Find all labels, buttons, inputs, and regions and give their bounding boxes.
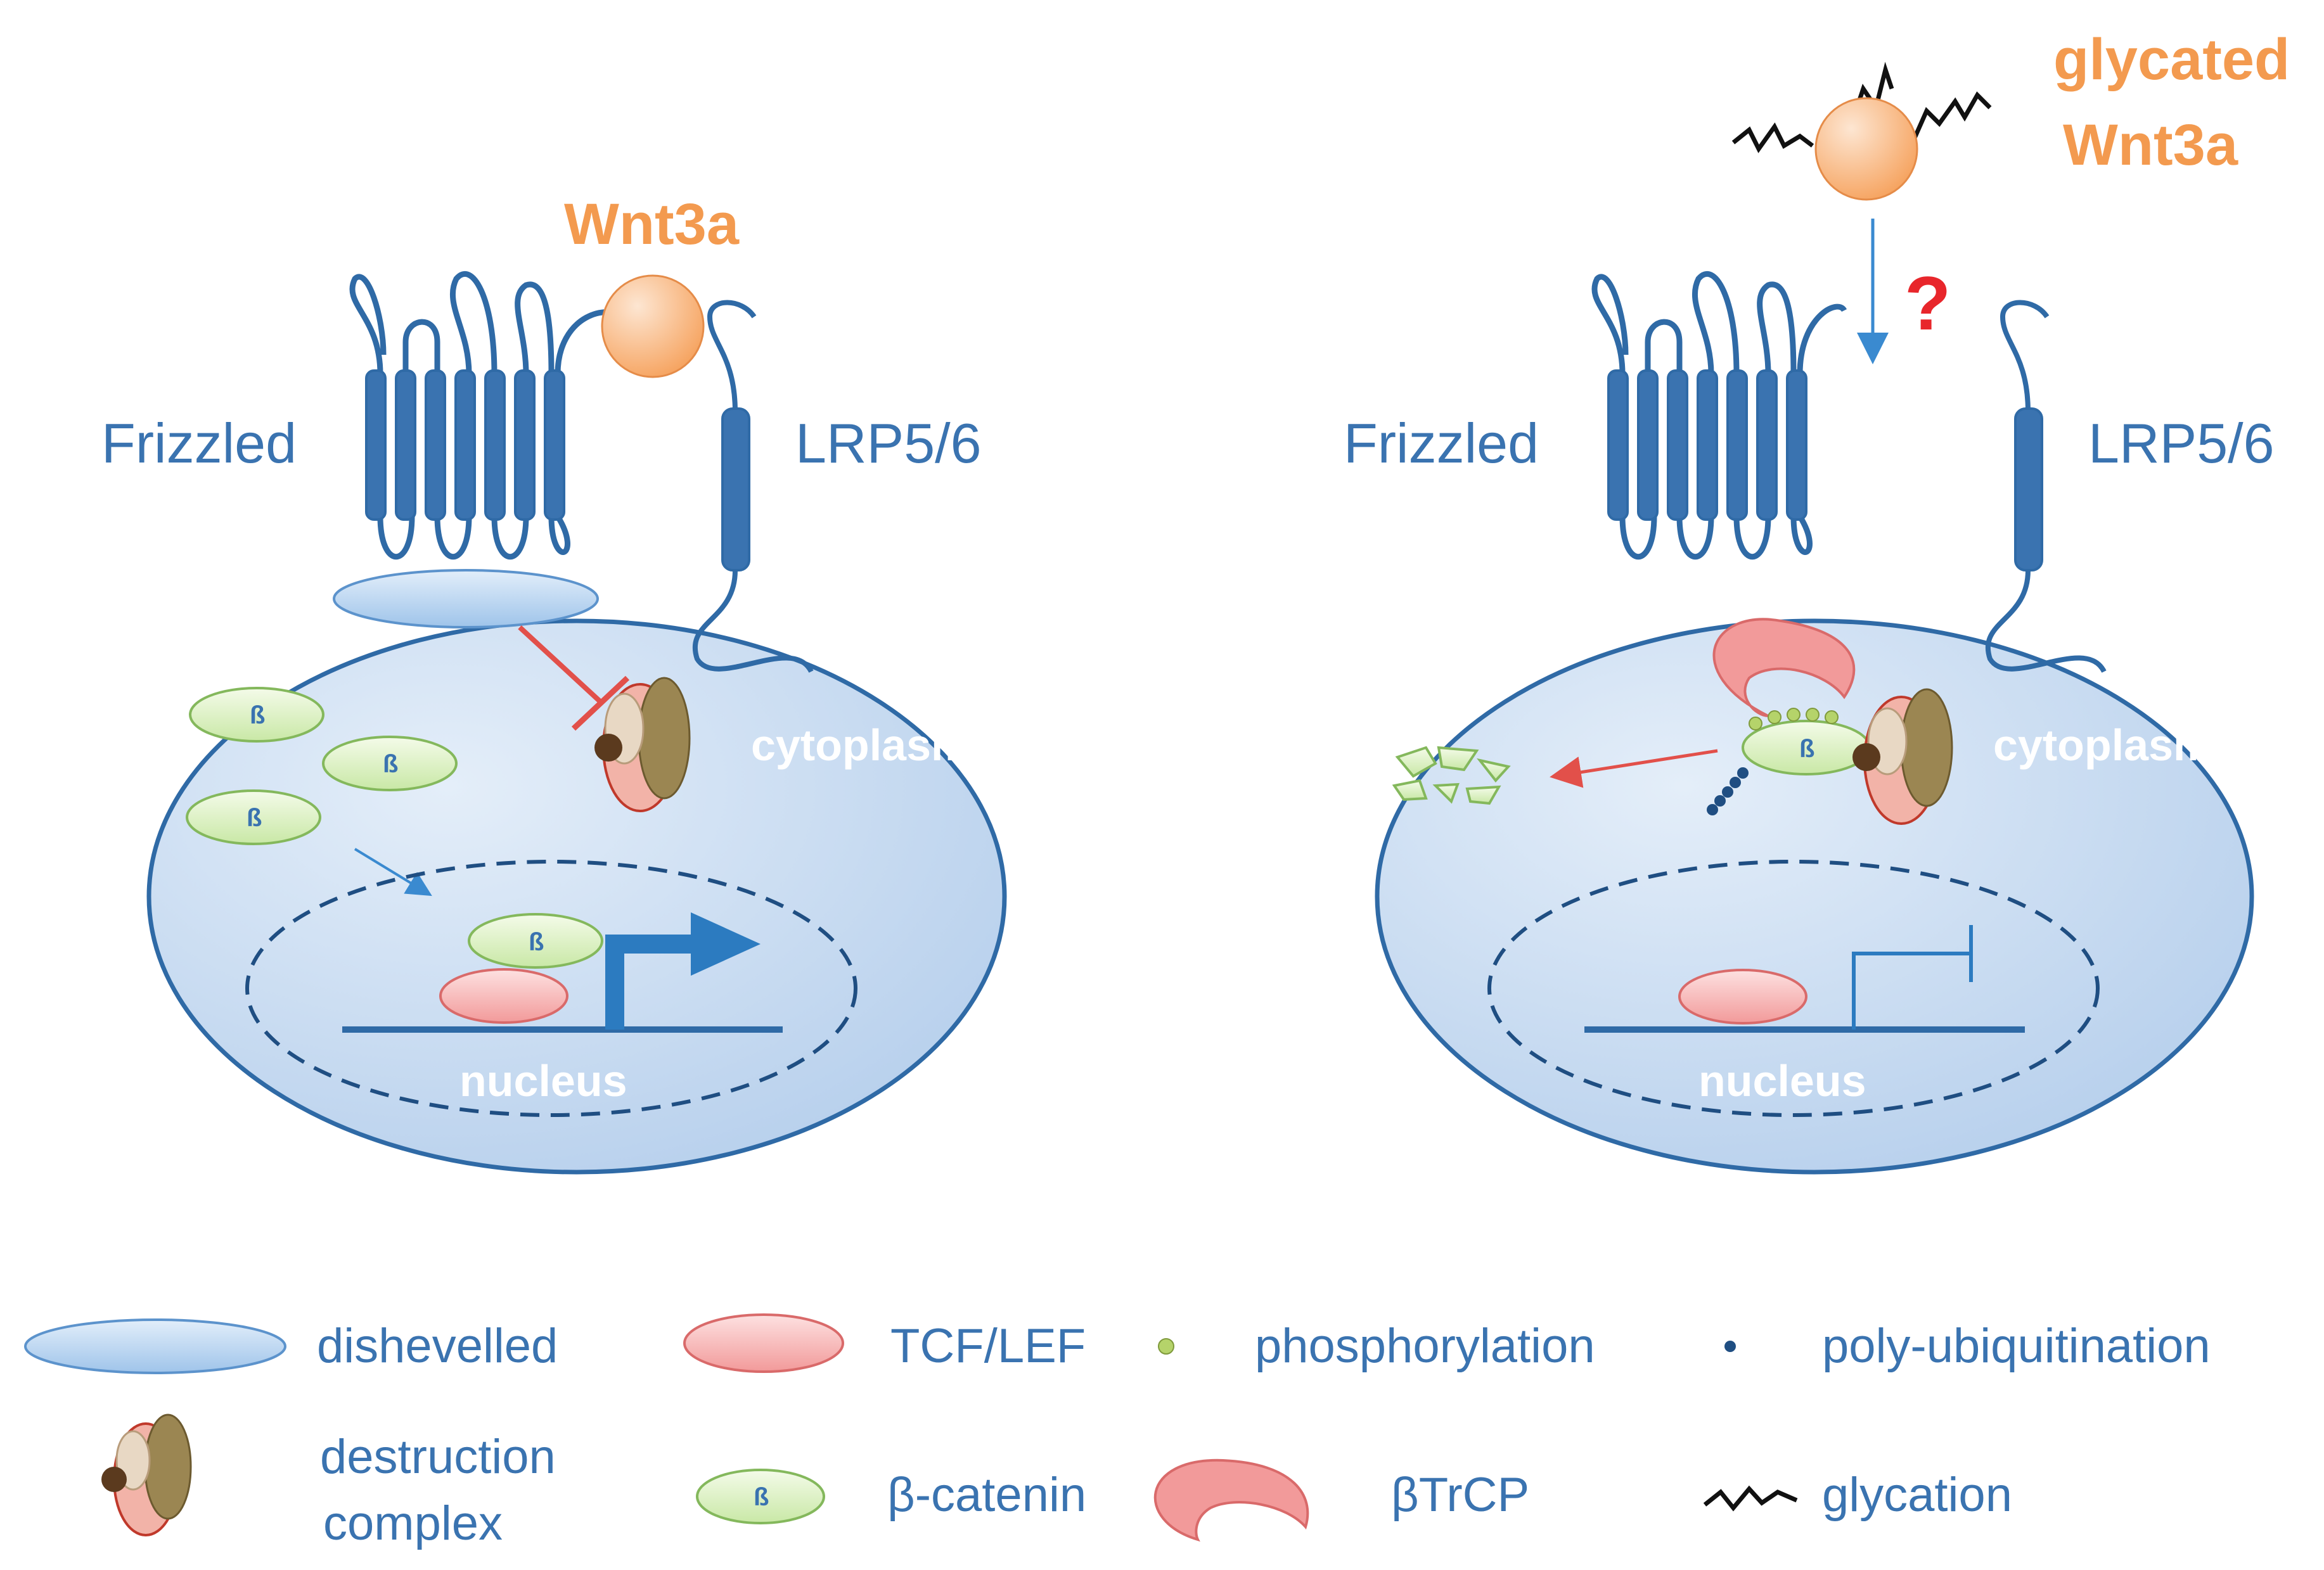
left-panel: Wnt3a Frizzled LRP5/6 ß ß ß cytoplasm (101, 192, 1007, 1175)
degraded-beta-catenin (1392, 746, 1511, 805)
legend-ubiquitination-label: poly-ubiquitination (1822, 1319, 2211, 1373)
tm-helix (365, 369, 387, 521)
beta-symbol: ß (529, 928, 544, 956)
legend-phosphorylation-swatch (1158, 1338, 1174, 1355)
legend-ubiquitination-swatch (1724, 1341, 1736, 1352)
beta-symbol: ß (250, 701, 265, 729)
legend-dishevelled-swatch (24, 1318, 286, 1374)
legend-btrcp-label: βTrCP (1391, 1468, 1529, 1522)
nucleus-label-left: nucleus (459, 1056, 627, 1106)
legend-destruction-label-1: destruction (320, 1430, 556, 1484)
tm-helix (454, 369, 476, 521)
tm-helix (544, 369, 565, 521)
beta-catenin-group-left: ß ß ß (186, 687, 458, 845)
beta-symbol: ß (1799, 735, 1814, 763)
lrp-receptor-right (1985, 300, 2107, 673)
transcription-off-symbol (1852, 925, 1973, 1030)
legend-phosphorylation-label: phosphorylation (1255, 1319, 1595, 1373)
glycated-wnt3a-ligand (1731, 61, 1992, 201)
nucleus-right (1487, 860, 2100, 1117)
legend-beta-catenin-label: β-catenin (887, 1468, 1086, 1522)
tm-helix (1726, 369, 1748, 521)
nucleus-left (245, 860, 857, 1117)
tcf-lef-left (439, 968, 568, 1024)
tm-helix (514, 369, 536, 521)
question-mark: ? (1904, 261, 1951, 346)
lrp-label-left: LRP5/6 (795, 412, 982, 475)
tm-helix (1697, 369, 1718, 521)
legend-destruction-swatch (101, 1414, 192, 1536)
wnt3a-label: Wnt3a (564, 192, 740, 257)
tm-helix (395, 369, 416, 521)
legend-destruction-label-2: complex (323, 1497, 503, 1550)
frizzled-label-left: Frizzled (101, 412, 297, 475)
frizzled-label-right: Frizzled (1344, 412, 1539, 475)
legend: dishevelled TCF/LEF phosphorylation poly… (24, 1313, 2211, 1550)
destruction-complex-left (594, 677, 691, 812)
tm-helix (1667, 369, 1688, 521)
right-panel: glycated Wnt3a ? (1344, 27, 2290, 1175)
translocation-arrow (354, 848, 432, 897)
legend-glycation-label: glycation (1822, 1468, 2012, 1522)
legend-tcf-swatch (683, 1313, 844, 1373)
legend-btrcp-swatch (1153, 1458, 1309, 1542)
tm-helix (425, 369, 446, 521)
degradation-complex-right: ß (1707, 618, 1953, 825)
nucleus-label-right: nucleus (1698, 1056, 1866, 1106)
tm-helix (484, 369, 506, 521)
btrcp-right (1712, 618, 1856, 717)
inhibition-line (518, 625, 604, 705)
tm-helix (1637, 369, 1659, 521)
frizzled-receptor-right (1591, 271, 1847, 559)
tcf-lef-right (1678, 969, 1807, 1024)
glycated-label-line2: Wnt3a (2063, 113, 2238, 177)
beta-symbol: ß (383, 750, 398, 778)
beta-symbol: ß (247, 804, 262, 832)
tm-helix (1756, 369, 1778, 521)
beta-symbol: ß (754, 1483, 769, 1511)
glycated-label-line1: glycated (2053, 27, 2290, 92)
lrp-receptor-left (692, 300, 814, 673)
wnt3a-ligand (601, 274, 705, 378)
legend-glycation-swatch (1703, 1485, 1798, 1512)
tm-helix (1607, 369, 1629, 521)
cytoplasm-label-left: cytoplasm (751, 720, 970, 770)
legend-dishevelled-label: dishevelled (317, 1319, 558, 1373)
phosphorylation-dots (1749, 708, 1839, 731)
cytoplasm-label-right: cytoplasm (1993, 720, 2212, 770)
legend-beta-swatch (696, 1469, 825, 1524)
transcription-active-arrow (605, 912, 761, 1030)
legend-tcf-label: TCF/LEF (890, 1319, 1086, 1373)
dishevelled-left (333, 569, 599, 629)
beta-catenin-bound-left (468, 913, 603, 969)
cell-right (1375, 618, 2254, 1175)
ubiquitin-chain (1707, 767, 1749, 815)
lrp-label-right: LRP5/6 (2088, 412, 2275, 475)
tm-helix (1786, 369, 1807, 521)
degradation-arrow (1550, 749, 1718, 788)
